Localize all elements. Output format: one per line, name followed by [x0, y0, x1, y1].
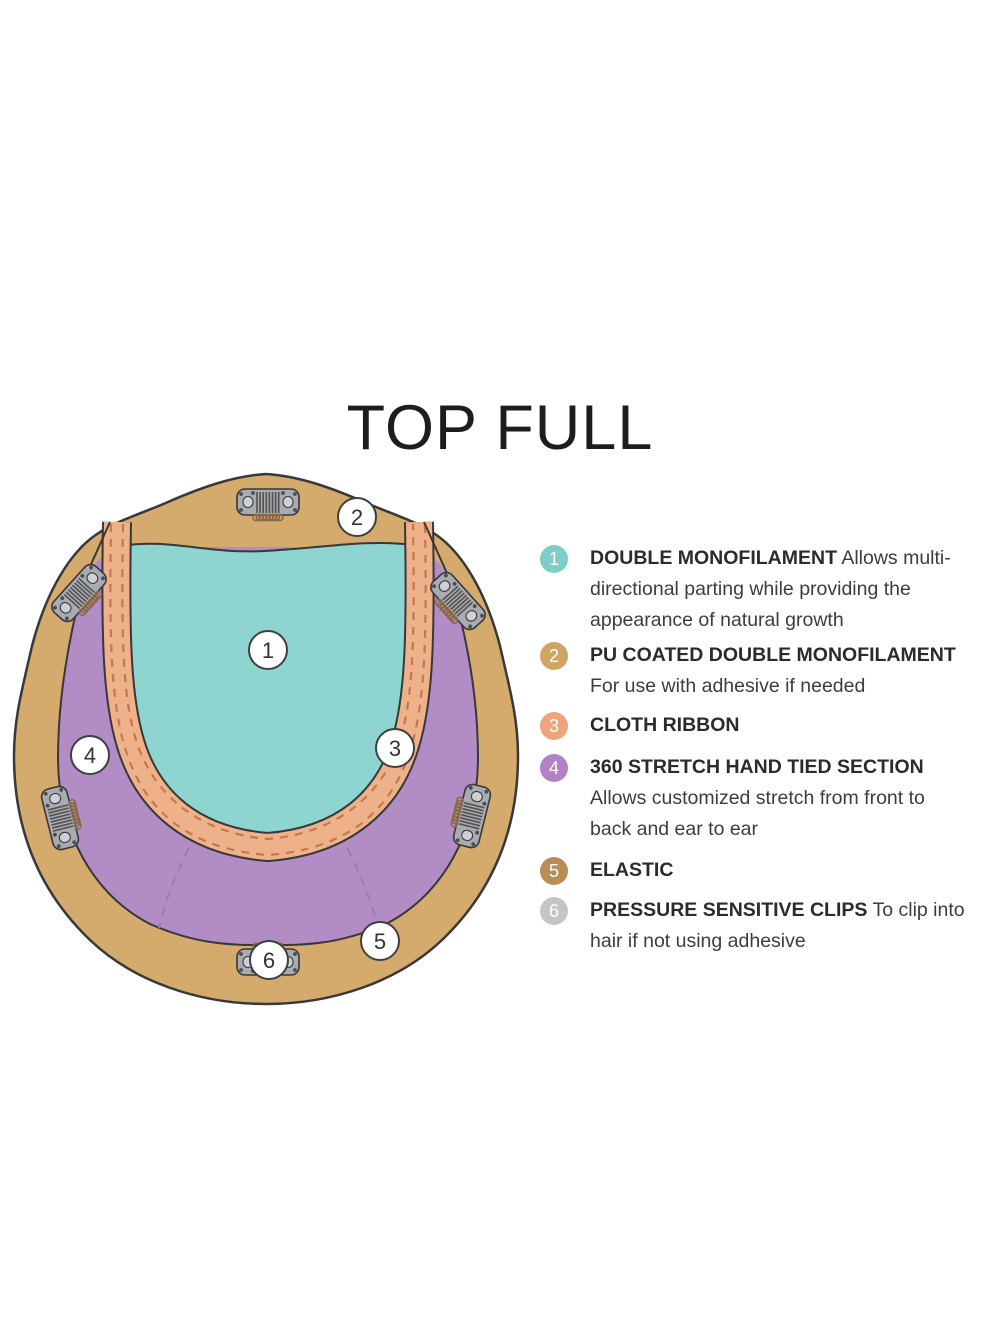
- legend-item-4: 4 360 STRETCH HAND TIED SECTION Allows c…: [540, 752, 965, 845]
- callout-1: 1: [248, 630, 288, 670]
- legend-bullet-2: 2: [540, 642, 568, 670]
- ribbon-band: [103, 521, 433, 861]
- legend-text-4: 360 STRETCH HAND TIED SECTION Allows cus…: [590, 752, 965, 845]
- legend-heading-1: DOUBLE MONOFILAMENT: [590, 547, 837, 569]
- legend-description-2: For use with adhesive if needed: [590, 675, 866, 697]
- legend-bullet-4: 4: [540, 754, 568, 782]
- legend-text-5: ELASTIC: [590, 855, 965, 886]
- legend-heading-6: PRESSURE SENSITIVE CLIPS: [590, 899, 868, 921]
- legend-item-3: 3 CLOTH RIBBON: [540, 710, 965, 741]
- legend-heading-4: 360 STRETCH HAND TIED SECTION: [590, 756, 924, 778]
- svg-text:6: 6: [263, 948, 275, 973]
- legend-item-1: 1 DOUBLE MONOFILAMENT Allows multi-direc…: [540, 543, 965, 636]
- legend-bullet-6: 6: [540, 897, 568, 925]
- legend-description-4: Allows customized stretch from front to …: [590, 787, 925, 840]
- svg-text:5: 5: [374, 929, 386, 954]
- callout-3: 3: [375, 728, 415, 768]
- legend-heading-5: ELASTIC: [590, 859, 674, 881]
- svg-text:3: 3: [389, 736, 401, 761]
- callout-2: 2: [337, 497, 377, 537]
- svg-text:2: 2: [351, 505, 363, 530]
- callout-4: 4: [70, 735, 110, 775]
- legend-bullet-3: 3: [540, 712, 568, 740]
- legend-bullet-1: 1: [540, 545, 568, 573]
- svg-text:4: 4: [84, 743, 96, 768]
- legend-item-6: 6 PRESSURE SENSITIVE CLIPS To clip into …: [540, 895, 965, 957]
- ribbon-stitch-lines: [109, 523, 427, 857]
- svg-text:1: 1: [262, 638, 274, 663]
- legend-text-1: DOUBLE MONOFILAMENT Allows multi-directi…: [590, 543, 965, 636]
- dart-seam-lines: [158, 833, 378, 929]
- legend-bullet-5: 5: [540, 857, 568, 885]
- legend-item-5: 5 ELASTIC: [540, 855, 965, 886]
- legend: 1 DOUBLE MONOFILAMENT Allows multi-direc…: [540, 543, 965, 957]
- page-title: TOP FULL: [346, 393, 654, 463]
- legend-description-1: Allows multi-directional parting while p…: [590, 547, 951, 631]
- legend-text-6: PRESSURE SENSITIVE CLIPS To clip into ha…: [590, 895, 965, 957]
- legend-item-2: 2 PU COATED DOUBLE MONOFILAMENT For use …: [540, 640, 965, 702]
- legend-text-3: CLOTH RIBBON: [590, 710, 965, 741]
- legend-heading-2: PU COATED DOUBLE MONOFILAMENT: [590, 644, 956, 666]
- legend-text-2: PU COATED DOUBLE MONOFILAMENT For use wi…: [590, 640, 965, 702]
- legend-description-6: To clip into hair if not using adhesive: [590, 899, 965, 952]
- legend-heading-3: CLOTH RIBBON: [590, 714, 740, 736]
- callout-6: 6: [249, 940, 289, 980]
- callout-5: 5: [360, 921, 400, 961]
